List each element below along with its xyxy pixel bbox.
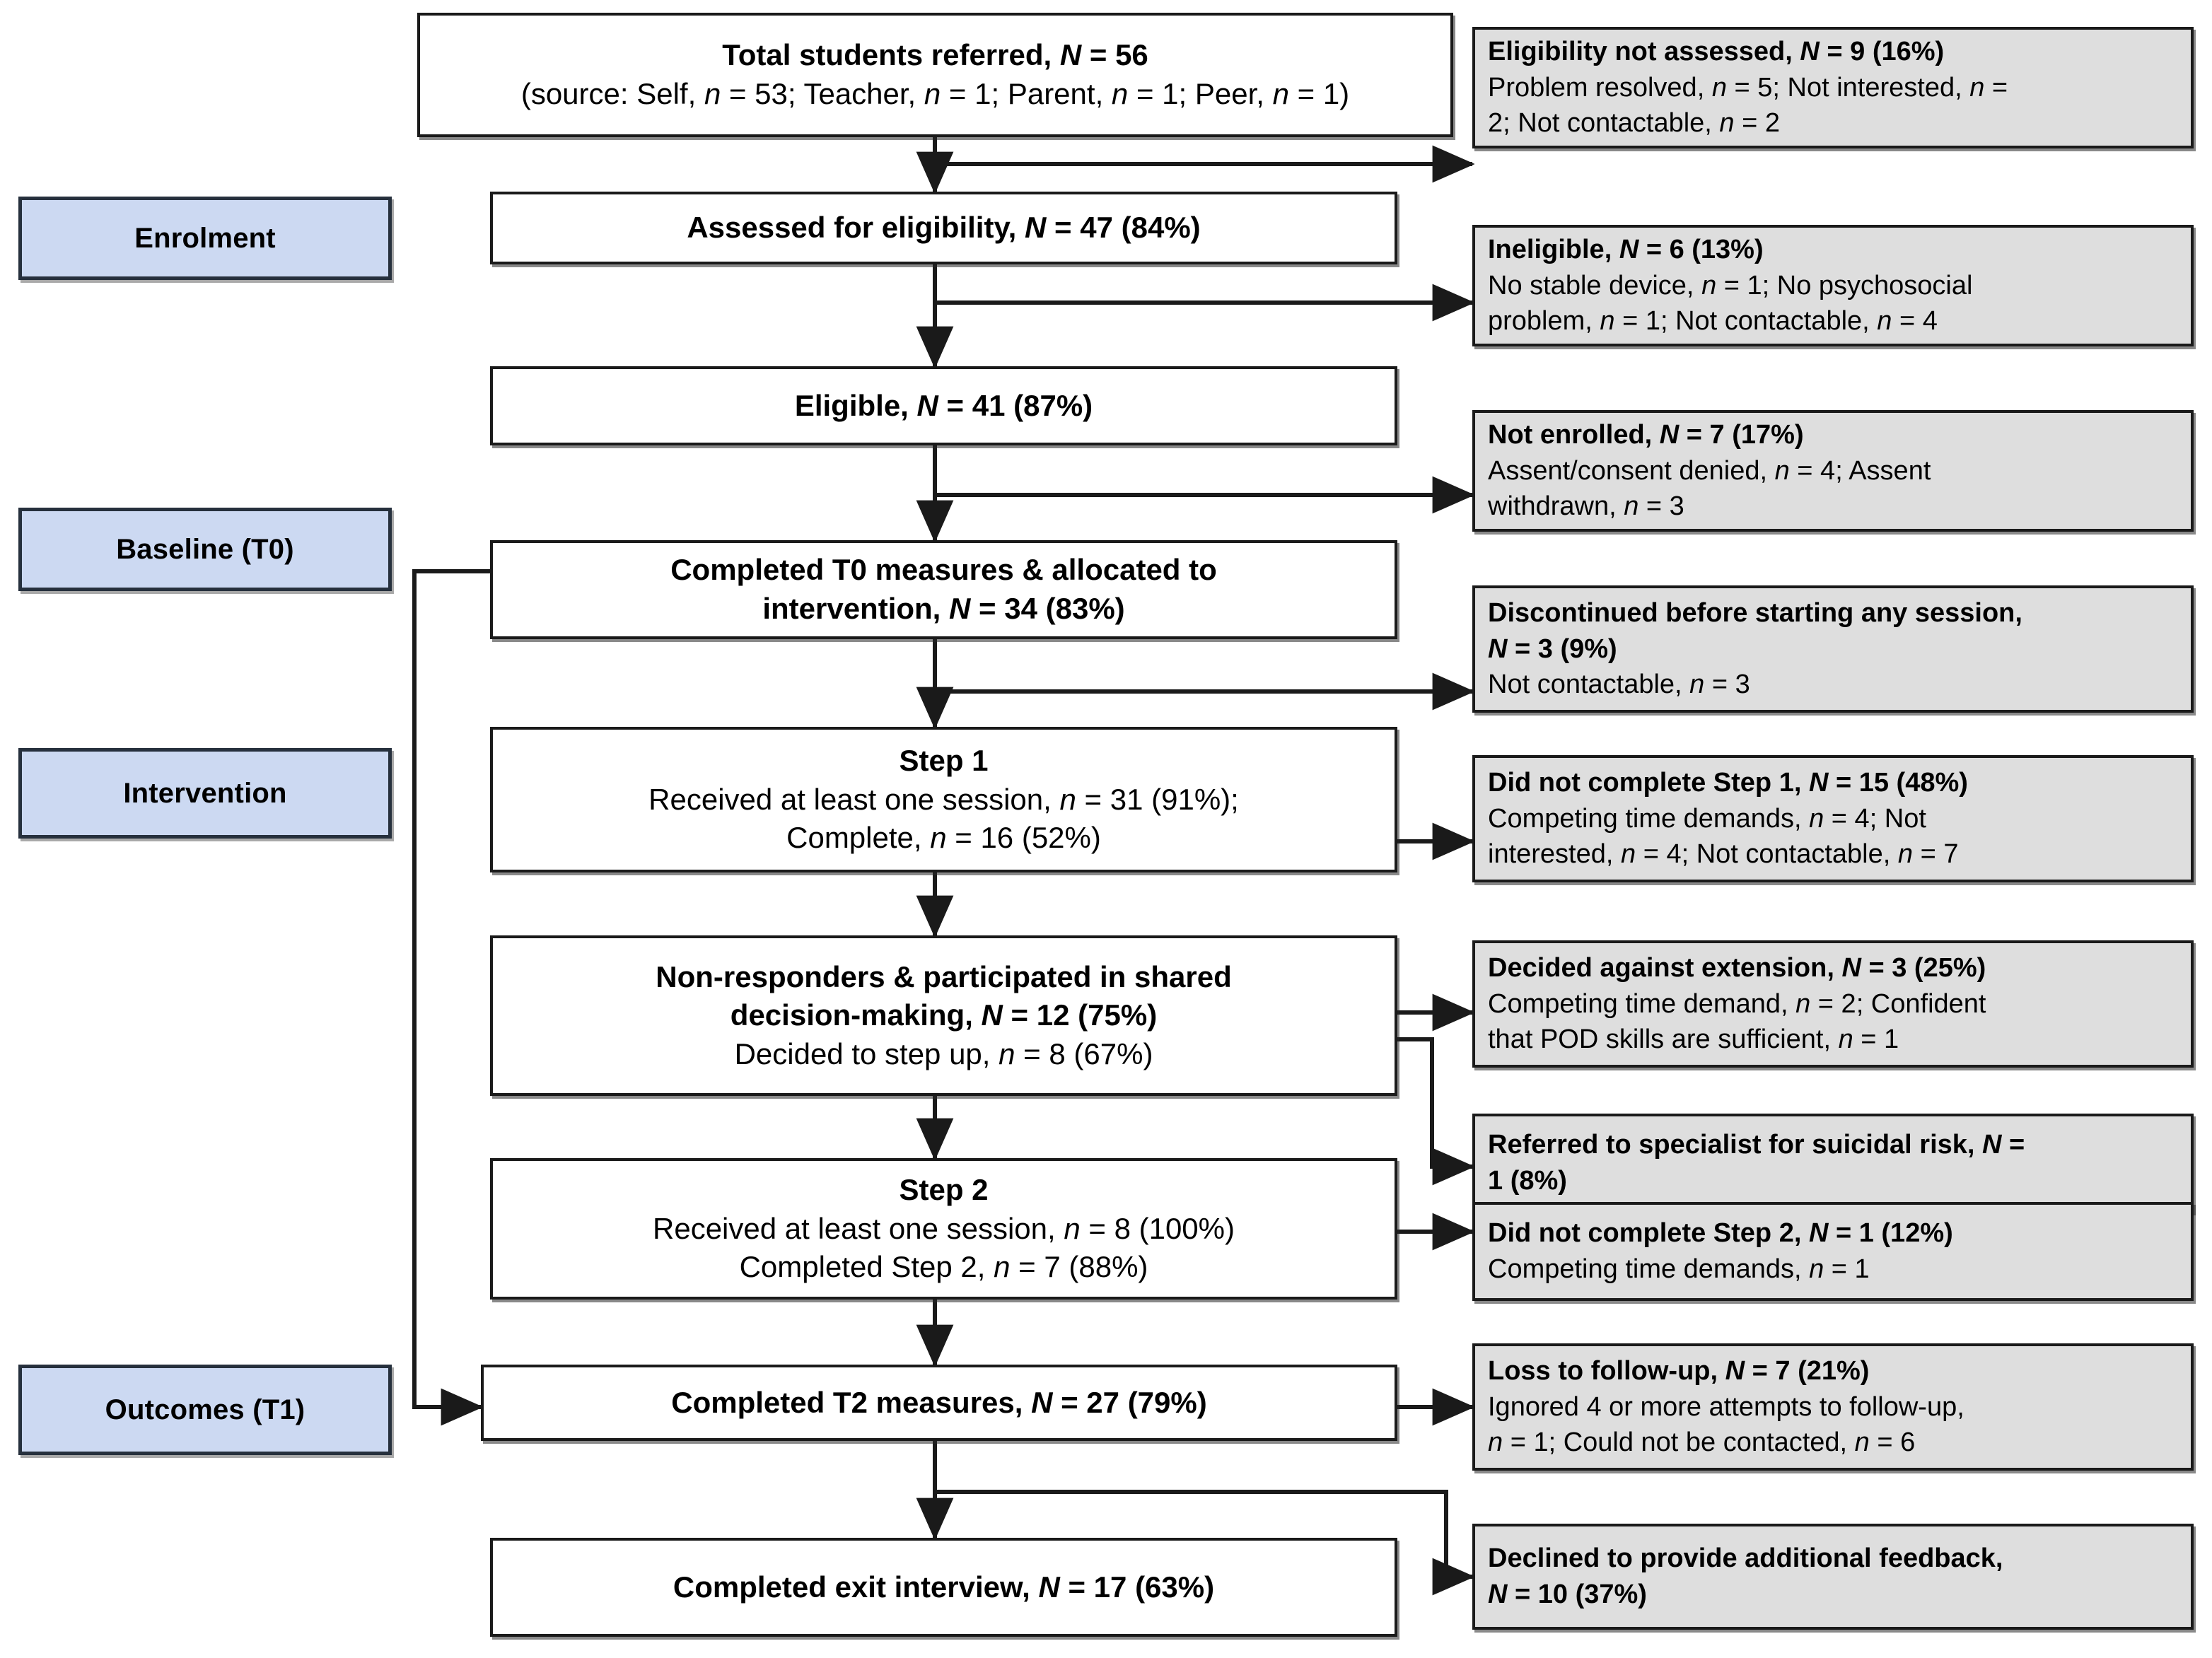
phase-label-outcomes: Outcomes (T1) [18, 1365, 392, 1455]
exclusion-eligibility-not-assessed-line-1: Problem resolved, n = 5; Not interested,… [1488, 72, 2008, 103]
phase-label-intervention-text: Intervention [123, 778, 287, 809]
flow-node-referred-line-1: (source: Self, n = 53; Teacher, n = 1; P… [520, 77, 1350, 110]
exclusion-node-decided-against-extension: Decided against extension, N = 3 (25%) C… [1472, 940, 2194, 1068]
exclusion-node-ineligible: Ineligible, N = 6 (13%) No stable device… [1472, 225, 2194, 346]
exclusion-decided-against-extension-line-1: Competing time demand, n = 2; Confident [1488, 988, 1986, 1019]
exclusion-discontinued-line-0: Discontinued before starting any session… [1488, 597, 2022, 628]
exclusion-node-did-not-complete-step1: Did not complete Step 1, N = 15 (48%) Co… [1472, 755, 2194, 882]
exclusion-node-eligibility-not-assessed: Eligibility not assessed, N = 9 (16%) Pr… [1472, 27, 2194, 148]
exclusion-referred-specialist-line-0: Referred to specialist for suicidal risk… [1488, 1130, 2025, 1160]
flow-node-non-responders-line-1: decision-making, N = 12 (75%) [730, 998, 1158, 1032]
flow-node-exit-interview-line-0: Completed exit interview, N = 17 (63%) [673, 1570, 1215, 1604]
flow-node-t0-allocated: Completed T0 measures & allocated to int… [490, 540, 1397, 639]
flow-node-step2-line-0: Step 2 [899, 1173, 989, 1207]
exclusion-node-discontinued: Discontinued before starting any session… [1472, 585, 2194, 713]
exclusion-eligibility-not-assessed-line-0: Eligibility not assessed, N = 9 (16%) [1488, 36, 1945, 66]
exclusion-decided-against-extension-line-2: that POD skills are sufficient, n = 1 [1488, 1024, 1899, 1055]
phase-label-intervention: Intervention [18, 748, 392, 839]
edge-to-referred-specialist [1397, 1037, 1475, 1186]
exclusion-did-not-complete-step1-line-2: interested, n = 4; Not contactable, n = … [1488, 839, 1959, 870]
edge-to-declined-feedback [935, 1490, 1475, 1596]
flow-node-eligible-line-0: Eligible, N = 41 (87%) [794, 388, 1093, 422]
exclusion-did-not-complete-step2-line-0: Did not complete Step 2, N = 1 (12%) [1488, 1218, 1953, 1249]
flow-node-assessed-line-0: Assessed for eligibility, N = 47 (84%) [687, 211, 1201, 245]
flow-node-exit-interview: Completed exit interview, N = 17 (63%) [490, 1538, 1397, 1637]
phase-label-enrolment: Enrolment [18, 197, 392, 280]
exclusion-node-did-not-complete-step2: Did not complete Step 2, N = 1 (12%) Com… [1472, 1202, 2194, 1301]
exclusion-loss-to-follow-up-line-0: Loss to follow-up, N = 7 (21%) [1488, 1355, 1870, 1386]
flow-node-step1: Step 1 Received at least one session, n … [490, 727, 1397, 872]
flow-node-t2-measures-line-0: Completed T2 measures, N = 27 (79%) [671, 1385, 1207, 1419]
exclusion-decided-against-extension-line-0: Decided against extension, N = 3 (25%) [1488, 952, 1986, 983]
exclusion-eligibility-not-assessed-line-2: 2; Not contactable, n = 2 [1488, 108, 1781, 139]
flow-node-t2-measures: Completed T2 measures, N = 27 (79%) [481, 1365, 1397, 1441]
exclusion-declined-feedback-line-1: N = 10 (37%) [1488, 1580, 1647, 1609]
edge-t0-bypass-to-t2 [412, 569, 490, 1426]
flow-node-step1-line-1: Received at least one session, n = 31 (9… [648, 782, 1239, 816]
exclusion-declined-feedback-line-0: Declined to provide additional feedback, [1488, 1543, 2003, 1574]
exclusion-referred-specialist-line-1: 1 (8%) [1488, 1166, 1567, 1196]
exclusion-ineligible-line-2: problem, n = 1; Not contactable, n = 4 [1488, 306, 1938, 337]
flow-node-assessed: Assessed for eligibility, N = 47 (84%) [490, 192, 1397, 264]
flow-node-eligible: Eligible, N = 41 (87%) [490, 366, 1397, 445]
exclusion-node-declined-feedback: Declined to provide additional feedback,… [1472, 1524, 2194, 1630]
flow-node-step1-line-0: Step 1 [899, 744, 989, 778]
flow-node-t0-allocated-line-0: Completed T0 measures & allocated to [670, 553, 1217, 587]
flow-node-step2-line-2: Completed Step 2, n = 7 (88%) [739, 1250, 1148, 1284]
flow-node-step2: Step 2 Received at least one session, n … [490, 1158, 1397, 1300]
exclusion-ineligible-line-0: Ineligible, N = 6 (13%) [1488, 234, 1764, 264]
flow-node-non-responders-line-0: Non-responders & participated in shared [656, 959, 1232, 993]
exclusion-loss-to-follow-up-line-2: n = 1; Could not be contacted, n = 6 [1488, 1428, 1916, 1458]
flow-node-referred-line-0: Total students referred, N = 56 [722, 38, 1148, 72]
flow-node-non-responders-line-2: Decided to step up, n = 8 (67%) [734, 1037, 1153, 1070]
exclusion-did-not-complete-step2-line-1: Competing time demands, n = 1 [1488, 1254, 1870, 1284]
exclusion-node-not-enrolled: Not enrolled, N = 7 (17%) Assent/consent… [1472, 410, 2194, 532]
flow-node-step2-line-1: Received at least one session, n = 8 (10… [653, 1211, 1235, 1245]
flow-node-non-responders: Non-responders & participated in shared … [490, 935, 1397, 1096]
exclusion-ineligible-line-1: No stable device, n = 1; No psychosocial [1488, 270, 1973, 300]
exclusion-loss-to-follow-up-line-1: Ignored 4 or more attempts to follow-up, [1488, 1391, 1964, 1422]
exclusion-not-enrolled-line-2: withdrawn, n = 3 [1488, 491, 1684, 522]
flow-node-t0-allocated-line-1: intervention, N = 34 (83%) [762, 592, 1125, 625]
exclusion-not-enrolled-line-0: Not enrolled, N = 7 (17%) [1488, 419, 1804, 450]
flow-node-step1-line-2: Complete, n = 16 (52%) [786, 821, 1101, 855]
flow-node-referred: Total students referred, N = 56 (source:… [417, 13, 1453, 137]
exclusion-node-loss-to-follow-up: Loss to follow-up, N = 7 (21%) Ignored 4… [1472, 1343, 2194, 1471]
exclusion-discontinued-line-1: N = 3 (9%) [1488, 634, 1617, 664]
phase-label-enrolment-text: Enrolment [134, 223, 276, 254]
exclusion-did-not-complete-step1-line-0: Did not complete Step 1, N = 15 (48%) [1488, 767, 1968, 798]
phase-label-outcomes-text: Outcomes (T1) [105, 1394, 305, 1425]
phase-label-baseline-text: Baseline (T0) [116, 534, 294, 565]
exclusion-not-enrolled-line-1: Assent/consent denied, n = 4; Assent [1488, 455, 1931, 486]
exclusion-did-not-complete-step1-line-1: Competing time demands, n = 4; Not [1488, 803, 1926, 834]
exclusion-node-referred-specialist: Referred to specialist for suicidal risk… [1472, 1114, 2194, 1213]
phase-label-baseline: Baseline (T0) [18, 508, 392, 591]
exclusion-discontinued-line-2: Not contactable, n = 3 [1488, 670, 1750, 700]
